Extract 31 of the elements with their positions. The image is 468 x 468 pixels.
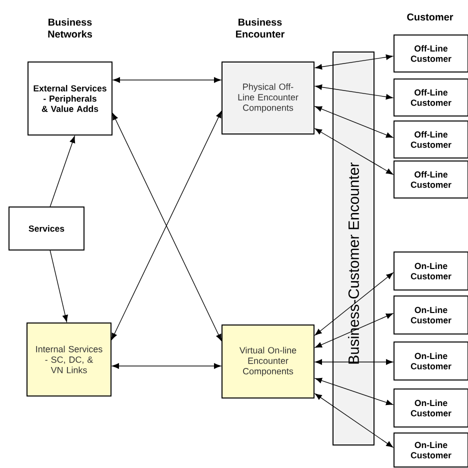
arrow bbox=[50, 250, 68, 322]
encounter-box: Physical Off-Line Encounter Components bbox=[222, 62, 314, 134]
customer-box: Off-Line Customer bbox=[394, 120, 468, 158]
arrow bbox=[315, 54, 393, 70]
arrow bbox=[50, 136, 76, 208]
arrow bbox=[315, 84, 393, 100]
customer-box: On-Line Customer bbox=[394, 432, 468, 468]
arrow bbox=[315, 106, 394, 138]
customer-box: On-Line Customer bbox=[394, 388, 468, 428]
encounter-box: Virtual On-line Encounter Components bbox=[222, 324, 314, 398]
service-box: Services bbox=[8, 206, 84, 250]
customer-box: On-Line Customer bbox=[394, 296, 468, 334]
column-heading: Business Networks bbox=[48, 18, 92, 38]
customer-box: On-Line Customer bbox=[394, 252, 468, 290]
arrow bbox=[314, 393, 394, 448]
arrow bbox=[314, 128, 394, 175]
customer-box: Off-Line Customer bbox=[394, 34, 468, 72]
arrow bbox=[314, 313, 394, 348]
service-box: Internal Services - SC, DC, & VN Links bbox=[26, 322, 112, 396]
customer-box: Off-Line Customer bbox=[394, 160, 468, 198]
band-label: Business-Customer Encounter bbox=[348, 162, 359, 364]
customer-box: Off-Line Customer bbox=[394, 78, 468, 116]
column-heading: Customer bbox=[407, 13, 454, 21]
arrow bbox=[315, 378, 393, 406]
arrow bbox=[112, 363, 221, 369]
column-heading: Business Encounter bbox=[236, 18, 284, 38]
service-box: External Services - Peripherals & Value Adds bbox=[28, 62, 112, 136]
arrow bbox=[315, 359, 393, 365]
arrow bbox=[314, 272, 394, 336]
customer-box: On-Line Customer bbox=[394, 342, 468, 380]
arrow bbox=[113, 77, 221, 83]
